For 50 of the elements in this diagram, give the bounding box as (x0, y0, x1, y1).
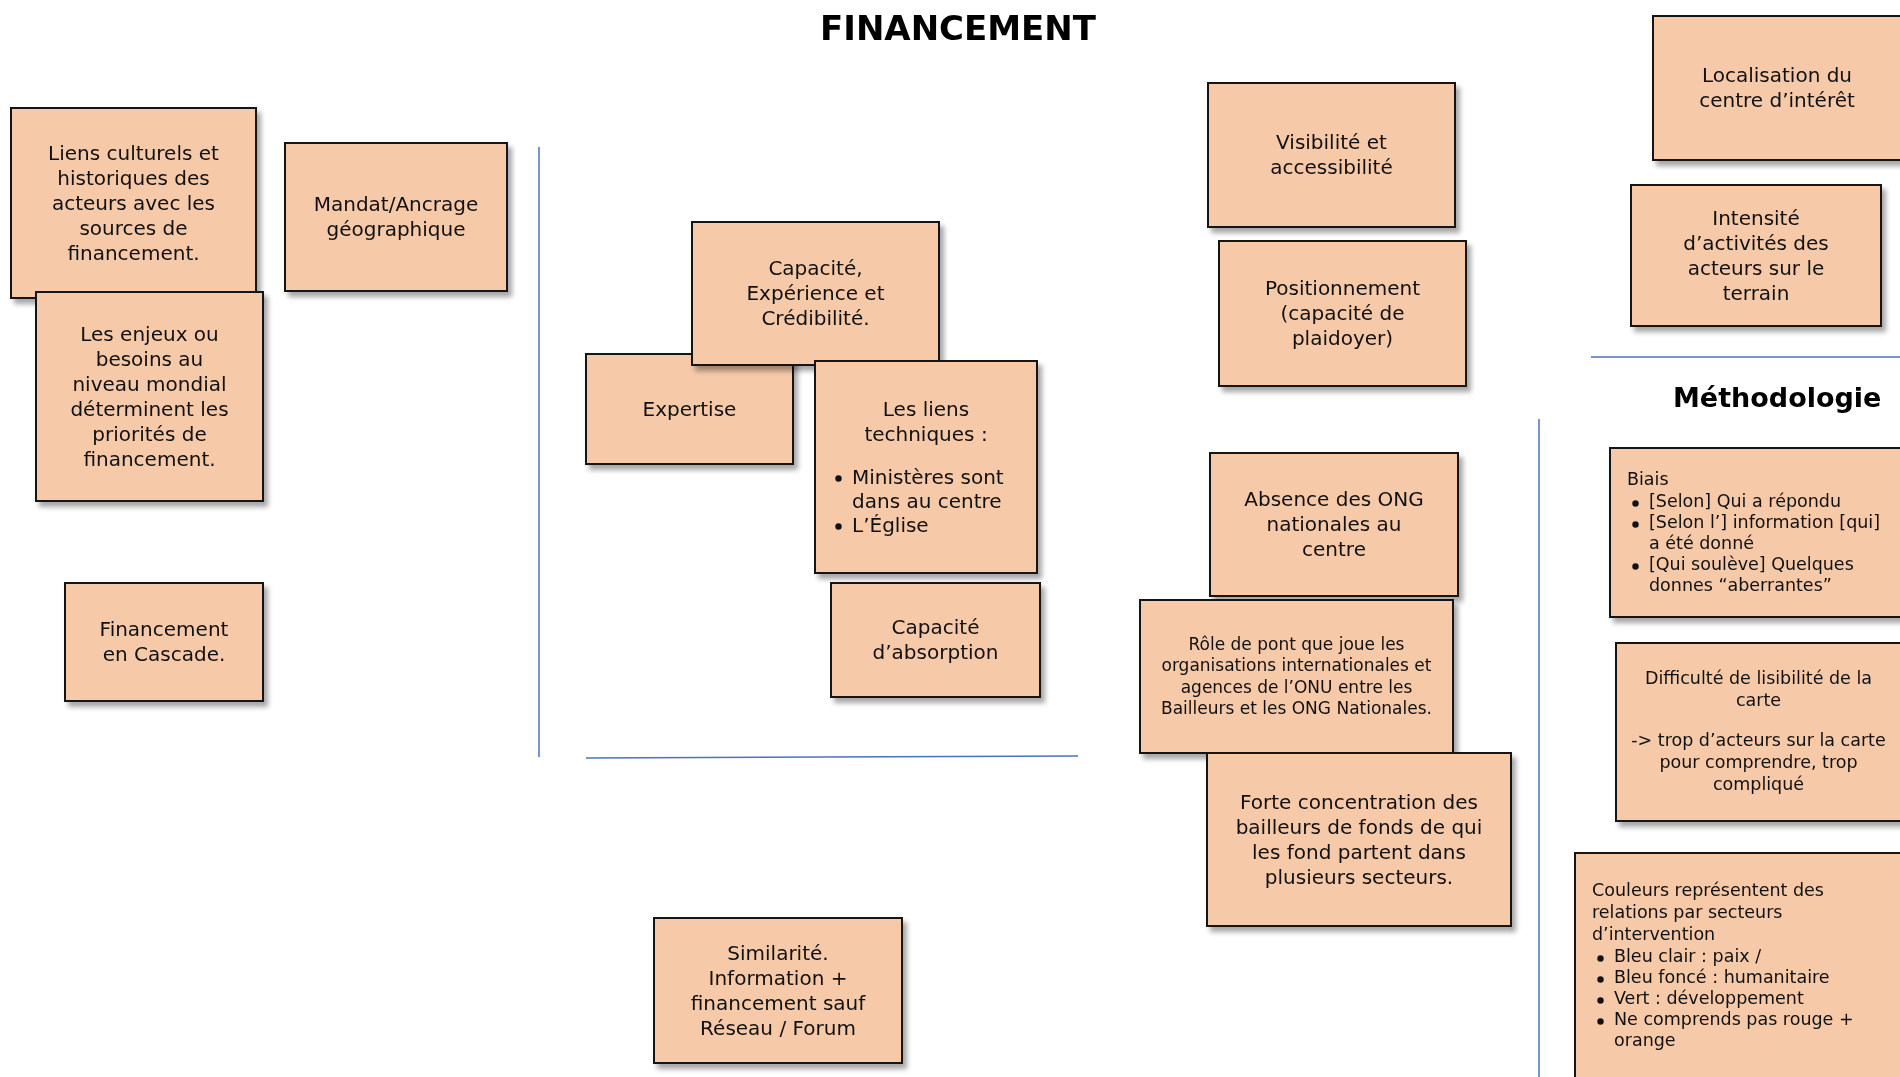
note-text: Intensité d’activités des acteurs sur le terrain (1682, 205, 1830, 306)
note-text: Difficulté de lisibilité de la carte (1643, 668, 1874, 713)
note-text: Capacité d’absorption (871, 615, 1000, 665)
note-box (1139, 599, 1454, 754)
bullet-item: [Qui soulève] Quelques donnes “aberrantes” (1649, 553, 1855, 596)
note-text: Les enjeux ou besoins au niveau mondial déterminent les priorités de financement. (69, 321, 230, 472)
note-text: Les liens techniques : (863, 397, 989, 447)
bullet-item: L’Église (852, 513, 930, 537)
note-text: Liens culturels et historiques des acteurs avec les sources de financement. (47, 140, 220, 266)
section-heading: Méthodologie (1673, 382, 1882, 413)
note-box (653, 917, 903, 1064)
note-text: Visibilité et accessibilité (1269, 130, 1394, 180)
note-text: Mandat/Ancrage géographique (312, 192, 480, 242)
note-text: Capacité, Expérience et Crédibilité. (745, 256, 886, 331)
note-text: Positionnement (capacité de plaidoyer) (1263, 276, 1422, 351)
note-box (1218, 240, 1467, 387)
note-text: Biais (1627, 469, 1670, 491)
note-text: Financement en Cascade. (98, 617, 230, 667)
note-box (1615, 642, 1900, 822)
note-text: Forte concentration des bailleurs de fonds de qui les fond partent dans plusieurs secteurs. (1234, 789, 1484, 890)
note-box (64, 582, 264, 702)
bullet-item: Bleu foncé : humanitaire (1614, 966, 1831, 988)
bullet-item: [Selon l’] information [qui] a été donné (1649, 511, 1882, 554)
note-box (284, 142, 508, 292)
note-box (830, 582, 1041, 698)
note-subtext: -> trop d’acteurs sur la carte pour comprendre, trop compliqué (1630, 730, 1887, 796)
note-box (35, 291, 264, 502)
note-text: Absence des ONG nationales au centre (1243, 487, 1425, 562)
note-text: Similarité. Information + financement sauf Réseau / Forum (689, 940, 867, 1041)
bullet-item: [Selon] Qui a répondu (1649, 490, 1842, 512)
note-text: Localisation du centre d’intérêt (1698, 63, 1856, 113)
note-box (10, 107, 257, 299)
bullet-item: Vert : développement (1614, 987, 1805, 1009)
bullet-item: Ministères sont dans au centre (852, 465, 1005, 513)
note-text: Expertise (641, 396, 738, 422)
diagram-title: FINANCEMENT (820, 8, 1096, 48)
note-box (691, 221, 940, 366)
note-box (1652, 15, 1900, 161)
note-box (814, 360, 1038, 574)
note-box (1209, 452, 1459, 597)
note-box (1630, 184, 1882, 327)
note-box (1206, 752, 1512, 927)
note-box (1609, 447, 1900, 618)
bullet-item: Ne comprends pas rouge + orange (1614, 1008, 1855, 1051)
note-text: Couleurs représentent des relations par secteurs d’intervention (1592, 880, 1825, 946)
note-text: Rôle de pont que joue les organisations internationales et agences de l’ONU entre les Bailleurs et les ONG Nationales. (1160, 634, 1433, 719)
note-box (585, 353, 794, 465)
note-box (1207, 82, 1456, 228)
note-box (1574, 852, 1900, 1077)
bullet-item: Bleu clair : paix / (1614, 945, 1763, 967)
